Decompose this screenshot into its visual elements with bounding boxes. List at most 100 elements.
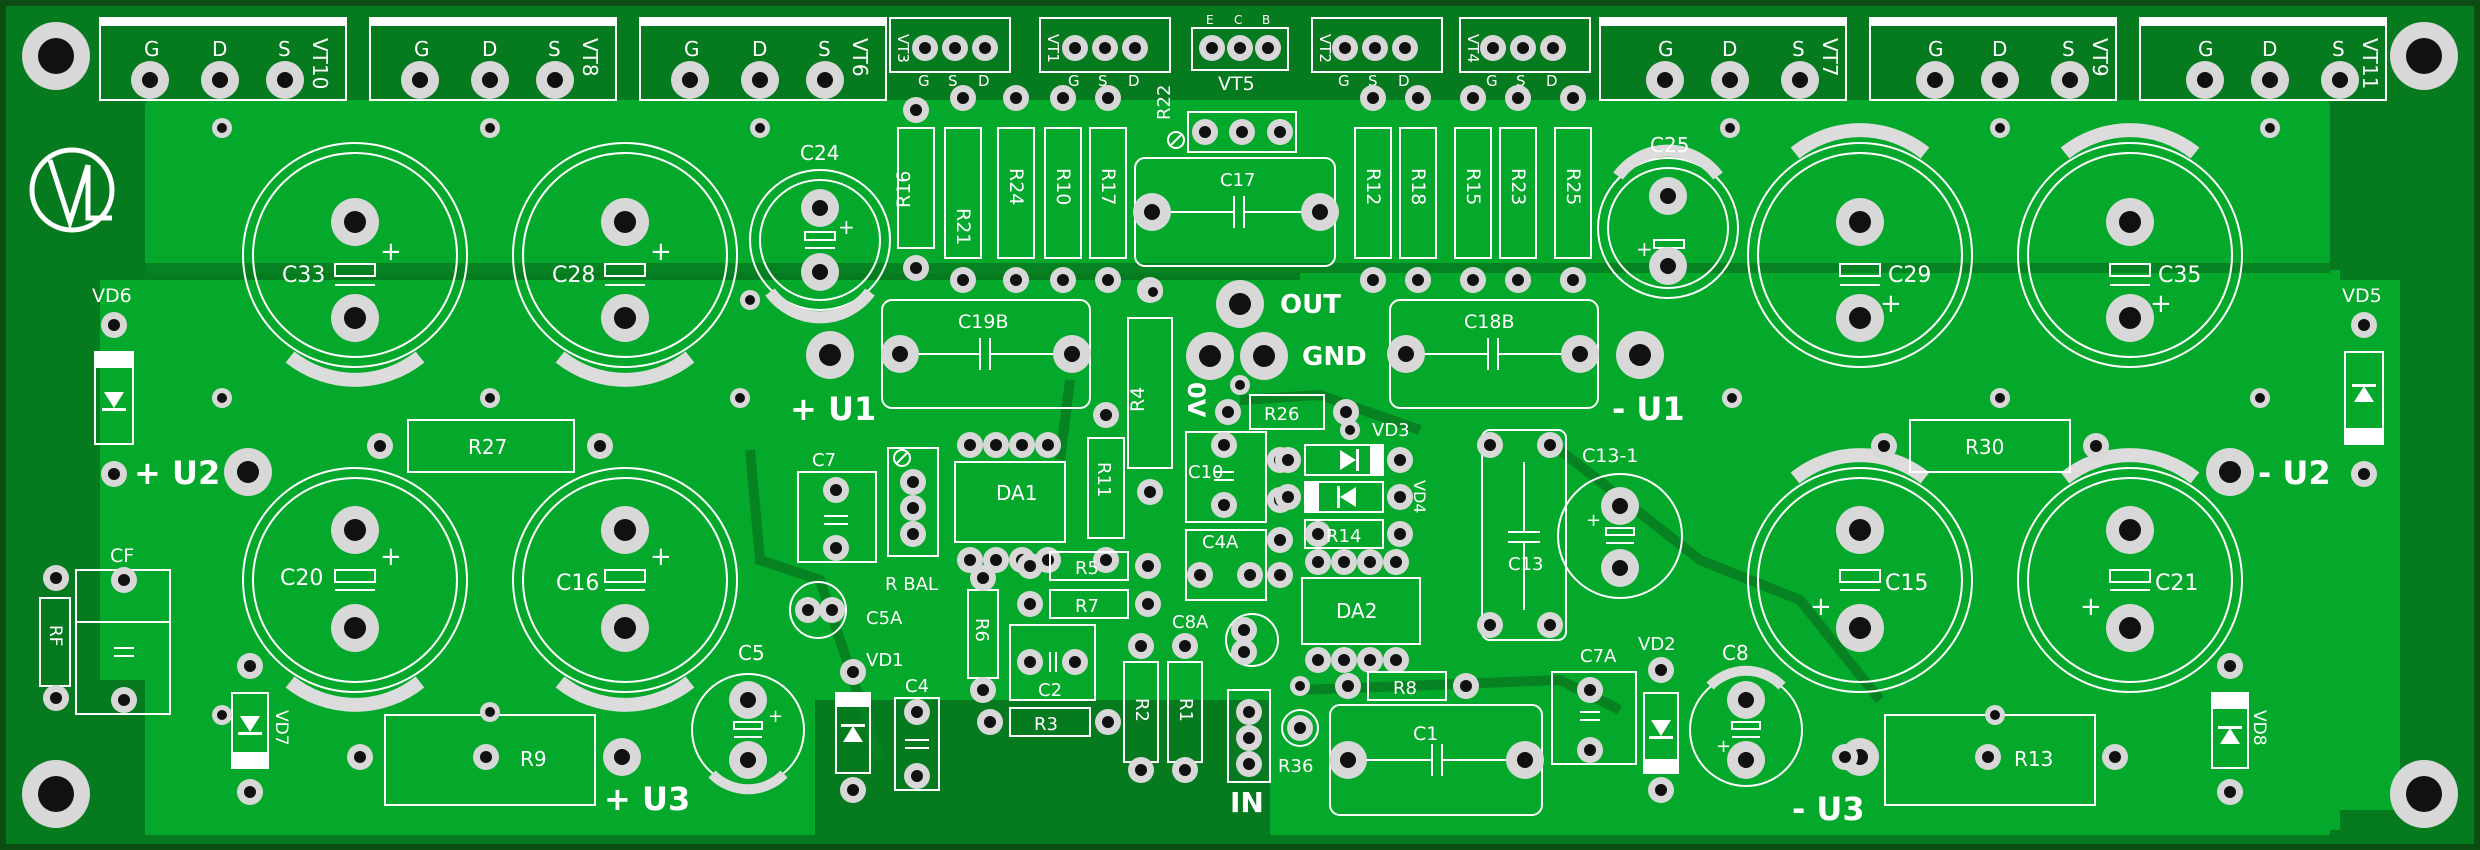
r36-label: R36	[1278, 756, 1313, 777]
vd6-label: VD6	[92, 285, 132, 307]
vt6-pin-d: D	[752, 37, 767, 61]
vt4-pin-s: S	[1516, 72, 1526, 90]
in-label: IN	[1230, 786, 1264, 819]
vt7-pin-g: G	[1658, 37, 1674, 61]
vt6-pin-s: S	[818, 37, 831, 61]
r23-label: R23	[1507, 168, 1529, 205]
c24-plus: +	[838, 215, 855, 239]
c25-plus: +	[1636, 237, 1653, 261]
c15-plus: +	[1810, 592, 1832, 622]
r25-label: R25	[1562, 168, 1584, 205]
mounting-hole-tl	[22, 22, 90, 90]
vt11-pin-g: G	[2198, 37, 2214, 61]
vt6-pin-g: G	[684, 37, 700, 61]
vd8-label: VD8	[2249, 710, 2269, 746]
vt11-label: VT11	[2358, 38, 2382, 89]
c25-label: C25	[1650, 133, 1689, 157]
vt10-pin-d: D	[212, 37, 227, 61]
r16-label: R16	[893, 171, 915, 208]
vt7-pin-d: D	[1722, 37, 1737, 61]
r1-label: R1	[1175, 698, 1196, 722]
r24-label: R24	[1005, 168, 1027, 205]
rbal-label: R BAL	[885, 574, 938, 595]
c21-plus: +	[2080, 592, 2102, 622]
vd5-label: VD5	[2342, 285, 2382, 307]
c5-label: C5	[738, 641, 765, 665]
c16-label: C16	[556, 571, 599, 596]
minus-u1-label: - U1	[1612, 390, 1685, 428]
c16-plus: +	[650, 542, 672, 572]
vt5-pin-b: B	[1262, 13, 1270, 27]
vt2-pin-g: G	[1338, 72, 1350, 90]
r15-label: R15	[1462, 168, 1484, 205]
c10-label: C1	[1413, 723, 1438, 745]
vt4-pin-d: D	[1546, 72, 1558, 90]
vd7-label: VD7	[271, 710, 291, 746]
vt10-pin-s: S	[278, 37, 291, 61]
vt7-pin-s: S	[1792, 37, 1805, 61]
vd1-label: VD1	[866, 650, 904, 671]
vd4-label: VD4	[1410, 480, 1429, 513]
r27-label: R27	[468, 435, 507, 459]
mounting-hole-bl	[22, 760, 90, 828]
vt7-label: VT7	[1818, 38, 1842, 77]
c8a-label: C8A	[1172, 612, 1209, 633]
gnd-label: GND	[1302, 342, 1367, 372]
c18b-label: C18B	[1464, 311, 1514, 333]
vt2-pin-s: S	[1368, 72, 1378, 90]
vt5-label: VT5	[1218, 73, 1255, 95]
vt1-pin-g: G	[1068, 72, 1080, 90]
rf-label: RF	[45, 625, 65, 647]
r7-label: R7	[1075, 596, 1099, 617]
r21-label: R21	[952, 208, 974, 245]
r17-label: R17	[1097, 168, 1119, 205]
c33-label: C33	[282, 263, 325, 288]
vt10-label: VT10	[308, 38, 332, 89]
small-transistor-outlines	[889, 17, 1591, 73]
r3-label: R3	[1034, 714, 1058, 735]
vt3-pin-g: G	[918, 72, 930, 90]
r2-label: R2	[1131, 698, 1152, 722]
mounting-hole-br	[2390, 760, 2458, 828]
vt11-pin-s: S	[2332, 37, 2345, 61]
c35-plus: +	[2150, 289, 2172, 319]
vt5-pin-e: E	[1206, 13, 1214, 27]
plus-u2-label: + U2	[134, 454, 220, 492]
c33-plus: +	[380, 237, 402, 267]
trimmer-r22-icon	[1167, 131, 1185, 149]
diode-symbol-icon	[102, 384, 2376, 411]
c1-label: C10	[1188, 462, 1223, 483]
vt9-pin-g: G	[1928, 37, 1944, 61]
minus-u3-label: - U3	[1792, 790, 1865, 828]
vt1-pin-s: S	[1098, 72, 1108, 90]
cf-label: CF	[110, 545, 134, 567]
r18-label: R18	[1407, 168, 1429, 205]
c24-label: C24	[800, 141, 839, 165]
r10-label: R10	[1052, 168, 1074, 205]
vt4-label: VT4	[1464, 34, 1482, 63]
c21-label: C21	[2155, 571, 2198, 596]
minus-u2-label: - U2	[2258, 454, 2331, 492]
cap-polarity-bands	[285, 123, 2200, 712]
c13-1-plus: +	[1586, 510, 1601, 531]
c5a-label: C5A	[866, 608, 903, 629]
vt5-pin-c: C	[1234, 13, 1242, 27]
c20-label: C20	[280, 566, 323, 591]
r26-label: R26	[1264, 404, 1299, 425]
vt4-pin-g: G	[1486, 72, 1498, 90]
r12-label: R12	[1362, 168, 1384, 205]
c29-plus: +	[1880, 289, 1902, 319]
logo-VL-icon	[29, 147, 115, 233]
vt6-label: VT6	[848, 38, 872, 77]
c13-label: C13	[1508, 554, 1543, 575]
r9-label: R9	[520, 747, 547, 771]
zero-v-label: 0V	[1182, 382, 1210, 418]
vt8-pin-d: D	[482, 37, 497, 61]
da2-label: DA2	[1336, 599, 1377, 623]
c28-plus: +	[650, 237, 672, 267]
c4a-label: C7	[812, 450, 836, 471]
vt8-pin-s: S	[548, 37, 561, 61]
c5-plus: +	[768, 706, 783, 727]
vt8-pin-g: G	[414, 37, 430, 61]
